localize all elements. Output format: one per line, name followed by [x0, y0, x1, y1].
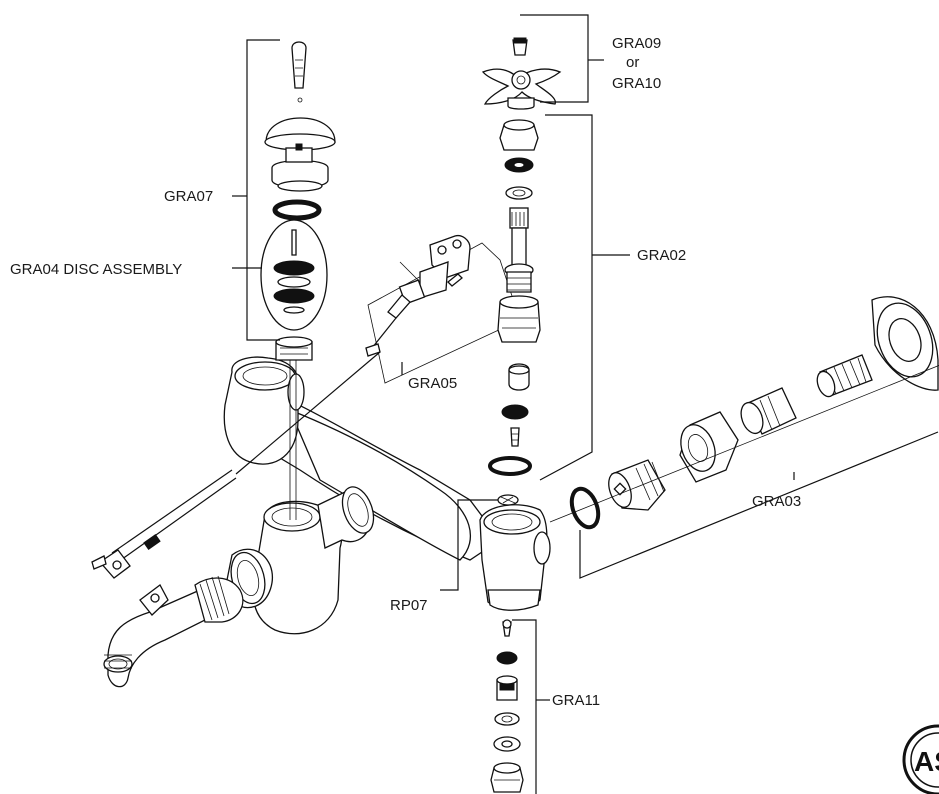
- label-gra04: GRA04 DISC ASSEMBLY: [10, 261, 182, 278]
- gra05-bracket: [365, 234, 521, 384]
- gra11-stack: [490, 619, 524, 793]
- label-gra11: GRA11: [552, 692, 600, 709]
- elbow-threads: [199, 575, 230, 621]
- label-gra05: GRA05: [408, 375, 457, 392]
- label-gra03: GRA03: [752, 493, 801, 510]
- brand-logo: AS: [902, 724, 939, 794]
- label-rp07: RP07: [390, 597, 428, 614]
- logo-letters: AS: [914, 746, 939, 777]
- label-gra09: GRA09: [612, 35, 661, 52]
- label-gra10: GRA10: [612, 75, 661, 92]
- gra03-assembly: [549, 296, 939, 530]
- handle-rod: [91, 351, 381, 579]
- label-gra02: GRA02: [637, 247, 686, 264]
- label-or: or: [626, 54, 639, 71]
- valve-body: [223, 356, 551, 635]
- labels: GRA07 GRA04 DISC ASSEMBLY GRA05 GRA09 or…: [10, 35, 801, 709]
- gra02-stack: [488, 119, 541, 506]
- label-gra07: GRA07: [164, 188, 213, 205]
- gra07-stack: [260, 41, 336, 520]
- gra09-handle: [481, 37, 562, 110]
- elbow-bottom-threads: [104, 654, 132, 669]
- leader-lines: [232, 14, 939, 794]
- elbow-spud: [103, 575, 244, 688]
